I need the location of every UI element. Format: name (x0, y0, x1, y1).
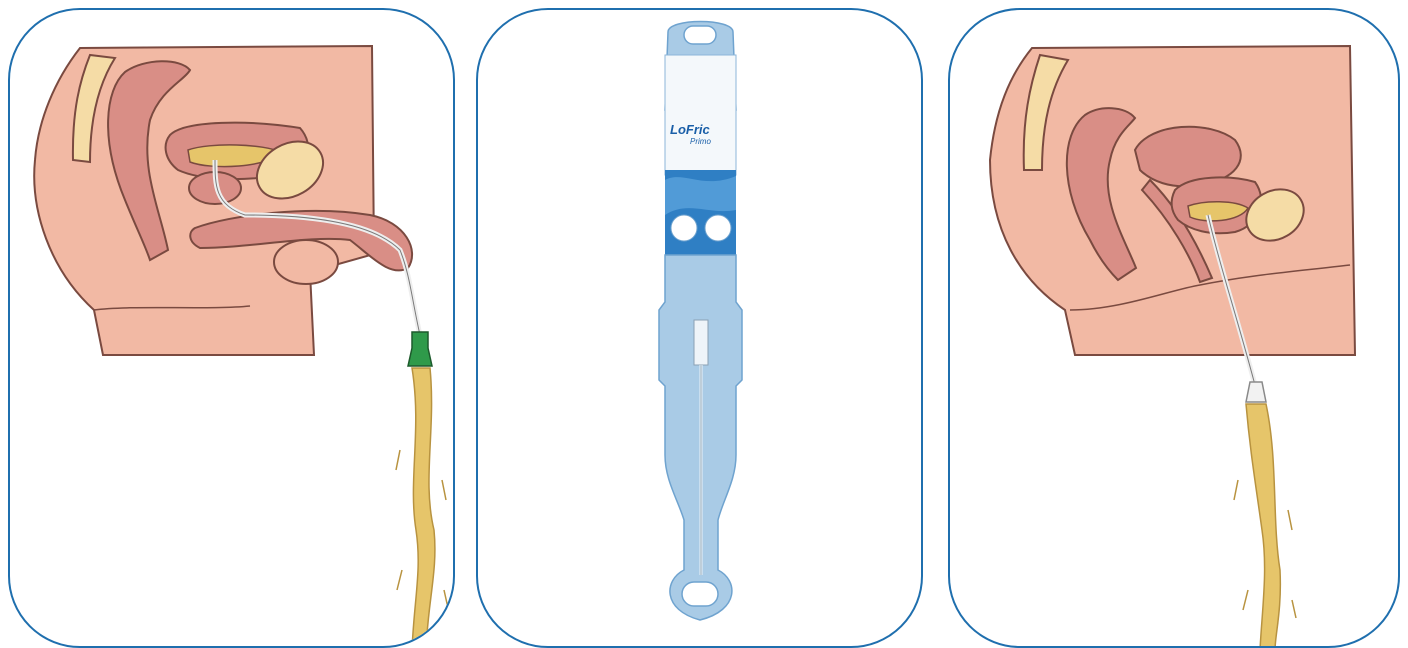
package-brand: LoFric (670, 122, 710, 137)
urine-stream (1246, 404, 1280, 648)
catheter-connector (1246, 382, 1266, 402)
catheter-connector (408, 332, 432, 366)
male-catheterization-panel (8, 8, 455, 648)
catheter-funnel (694, 320, 708, 365)
package-subbrand: Primo (690, 137, 711, 146)
urine-stream (412, 368, 435, 648)
catheter-package-panel: LoFric Primo (476, 8, 923, 648)
package-bottom-hole (682, 582, 718, 606)
package-top-hole (684, 26, 716, 44)
female-catheterization-panel (948, 8, 1400, 648)
female-anatomy-illustration (950, 10, 1400, 648)
male-anatomy-illustration (10, 10, 455, 648)
testicle (274, 240, 338, 284)
catheter-package-illustration (478, 10, 923, 648)
